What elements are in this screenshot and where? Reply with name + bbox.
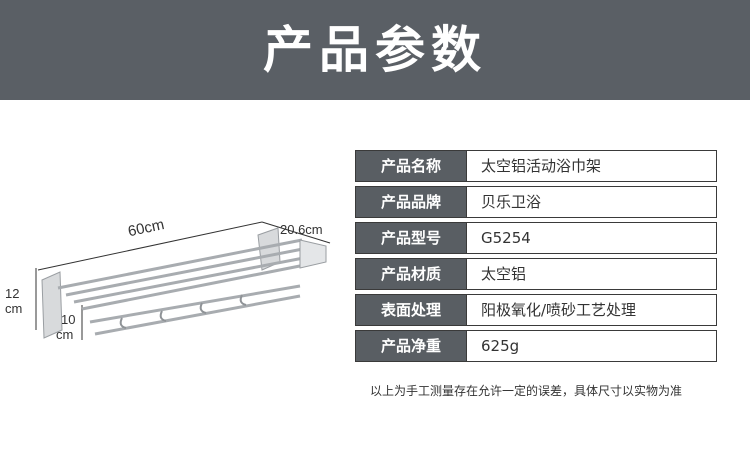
spec-value: 阳极氧化/喷砂工艺处理: [466, 295, 716, 325]
depth-label: 20.6cm: [280, 222, 323, 237]
spec-row-finish: 表面处理 阳极氧化/喷砂工艺处理: [355, 294, 717, 326]
spec-label: 产品净重: [356, 331, 466, 361]
spec-label: 表面处理: [356, 295, 466, 325]
spec-value: G5254: [466, 223, 716, 253]
header-banner: [0, 0, 750, 100]
height-unit-label: cm: [5, 301, 22, 316]
hook-unit-label: cm: [56, 327, 73, 342]
spec-value: 太空铝活动浴巾架: [466, 151, 716, 181]
spec-table: 产品名称 太空铝活动浴巾架 产品品牌 贝乐卫浴 产品型号 G5254 产品材质 …: [355, 150, 717, 366]
length-dimension-line: [37, 221, 263, 271]
hooks: [119, 294, 247, 329]
spec-row-material: 产品材质 太空铝: [355, 258, 717, 290]
page-title: 产品参数: [263, 21, 487, 79]
hook-label: 10: [61, 312, 75, 327]
towel-rack-illustration: 60cm 20.6cm 12 cm 10 cm: [5, 216, 331, 342]
measurement-note: 以上为手工测量存在允许一定的误差，具体尺寸以实物为准: [370, 384, 683, 398]
spec-row-name: 产品名称 太空铝活动浴巾架: [355, 150, 717, 182]
spec-row-weight: 产品净重 625g: [355, 330, 717, 362]
height-label: 12: [5, 286, 19, 301]
spec-row-brand: 产品品牌 贝乐卫浴: [355, 186, 717, 218]
spec-label: 产品材质: [356, 259, 466, 289]
spec-label: 产品名称: [356, 151, 466, 181]
spec-value: 贝乐卫浴: [466, 187, 716, 217]
rack-end-cap: [299, 239, 327, 269]
depth-dimension-line: [261, 221, 331, 244]
rails: [57, 238, 321, 336]
spec-label: 产品型号: [356, 223, 466, 253]
spec-value: 太空铝: [466, 259, 716, 289]
length-label: 60cm: [126, 216, 165, 240]
spec-label: 产品品牌: [356, 187, 466, 217]
left-bracket: [41, 271, 63, 339]
spec-value: 625g: [466, 331, 716, 361]
spec-row-model: 产品型号 G5254: [355, 222, 717, 254]
